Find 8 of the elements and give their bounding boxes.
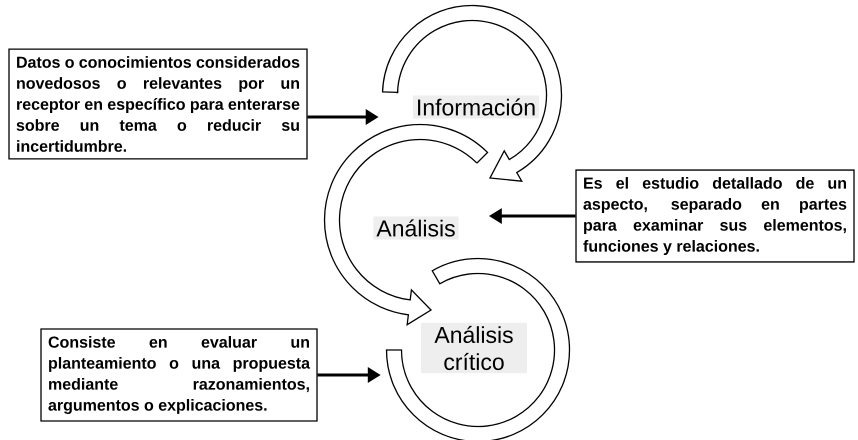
curved-arrow [382,4,562,182]
curved-arrow [324,124,488,326]
description-box: Consiste en evaluar un planteamiento o una propuesta mediante razonamientos, argumentos o explicaciones. [40,328,318,422]
concept-label: Análisis [373,216,459,240]
description-box: Es el estudio detallado de un aspecto, separado en partes para examinar sus elementos, funciones y relaciones. [575,169,855,263]
description-box: Datos o conocimientos considerados novedosos o relevantes por un receptor en específico para enterarse sobre un tema o reducir su incertidumbre. [8,48,308,160]
concept-label: Análisis crítico [421,322,527,374]
concept-label: Información [412,95,540,119]
